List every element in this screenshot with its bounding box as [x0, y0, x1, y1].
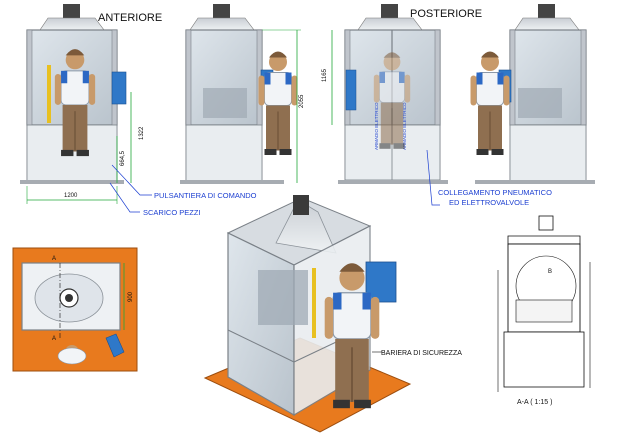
- right-view-operator: [469, 50, 511, 156]
- rear-view: POSTERIORE ARMADIO ELETTRICO ARMADIO ELE…: [322, 4, 482, 184]
- rear-view-title: POSTERIORE: [410, 8, 482, 20]
- section-machinery: [515, 299, 573, 323]
- isometric-view: BARIERA DI SICUREZZA: [203, 195, 462, 433]
- iso-control-panel: [365, 261, 397, 303]
- plan-view: A A 900: [12, 247, 138, 372]
- callout-pulsantiera: PULSANTIERA DI COMANDO: [154, 191, 257, 200]
- rear-view-floor: [338, 180, 448, 184]
- plan-view-fan-hub: [65, 294, 73, 302]
- callouts: PULSANTIERA DI COMANDO SCARICO PEZZI COL…: [109, 149, 552, 217]
- front-view-title: ANTERIORE: [98, 12, 162, 24]
- right-side-view: [469, 4, 595, 184]
- front-view-fan: [63, 4, 80, 18]
- section-roof: [507, 235, 581, 245]
- side-view-machinery: [203, 88, 247, 118]
- front-view-control-panel: [111, 71, 127, 105]
- callout-collegamento-leader: [426, 149, 440, 206]
- side-height-value: 2055: [299, 94, 305, 108]
- iso-front-rail: [227, 329, 295, 363]
- plan-view-operator-body: [57, 347, 87, 365]
- section-fan: [538, 215, 554, 231]
- front-view-light-curtain: [47, 65, 51, 123]
- front-height-low-value: 664,5: [120, 150, 126, 166]
- right-view-base: [509, 124, 587, 184]
- plan-section-marker-bottom: A: [52, 336, 56, 342]
- iso-machinery: [258, 270, 308, 325]
- front-width-value: 1200: [64, 193, 78, 199]
- iso-hood: [275, 199, 337, 254]
- iso-light-curtain: [312, 268, 316, 338]
- rear-view-fan: [381, 4, 398, 18]
- rear-height-value: 1165: [322, 68, 328, 82]
- callout-scarico-leader: [109, 182, 140, 213]
- plan-section-marker-top: A: [52, 256, 56, 262]
- callout-barriera: BARIERA DI SICUREZZA: [381, 350, 462, 357]
- section-view-label: A-A ( 1:15 ): [517, 399, 552, 406]
- section-detail-marker: B: [548, 269, 552, 275]
- right-view-hood: [514, 17, 580, 31]
- side-view-operator: [257, 50, 299, 156]
- side-view-fan: [213, 4, 230, 18]
- rear-view-cabinet-label-left: ARMADIO ELETTRICO: [374, 102, 379, 150]
- side-view-base: [185, 124, 263, 184]
- plan-view-control-panel: [105, 333, 125, 358]
- rear-view-cabinet-label-right: ARMADIO ELETTRICO: [402, 102, 407, 150]
- front-height-value: 1322: [139, 126, 145, 140]
- callout-scarico: SCARICO PEZZI: [143, 208, 201, 217]
- section-view: B A-A ( 1:15 ): [497, 215, 591, 406]
- rear-view-hood: [357, 17, 423, 31]
- side-view-floor: [180, 180, 284, 184]
- front-view: ANTERIORE 1200 1322 664,5: [20, 4, 162, 204]
- callout-collegamento-line1: COLLEGAMENTO PNEUMATICO: [438, 188, 552, 197]
- right-view-fan: [538, 4, 555, 18]
- front-view-hood: [39, 17, 105, 31]
- right-view-machinery: [518, 88, 562, 118]
- section-base: [503, 331, 585, 388]
- side-view-hood: [189, 17, 255, 31]
- plan-depth-value: 900: [128, 291, 134, 302]
- front-view-floor: [20, 180, 124, 184]
- side-view: 2055: [180, 4, 305, 184]
- rear-view-control-panel: [345, 69, 357, 111]
- right-view-floor: [475, 180, 595, 184]
- iso-fan: [293, 195, 309, 215]
- callout-pulsantiera-leader: [111, 164, 152, 196]
- callout-collegamento-line2: ED ELETTROVALVOLE: [449, 198, 529, 207]
